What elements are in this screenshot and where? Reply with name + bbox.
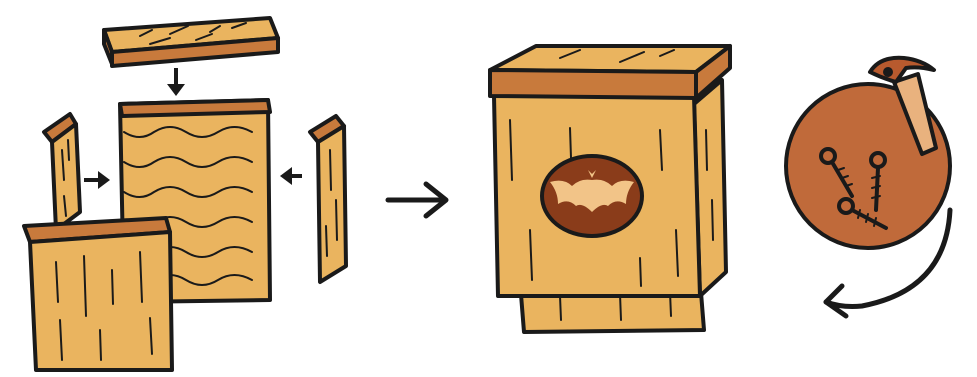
front-board <box>22 216 174 372</box>
bat-icon <box>540 154 644 238</box>
fasteners-and-hammer <box>784 55 953 319</box>
exploded-assembly <box>22 16 348 372</box>
curved-arrow-icon <box>823 207 953 319</box>
arrow-right-icon <box>385 181 449 219</box>
screw-icon <box>837 197 888 230</box>
hammer-icon <box>868 55 938 156</box>
screw-icon <box>869 151 887 212</box>
arrow-left-icon <box>280 167 302 185</box>
right-side-board <box>308 114 348 284</box>
arrow-right-icon <box>84 171 110 189</box>
roof-board <box>102 16 280 68</box>
screw-icon <box>819 147 854 198</box>
arrow-down-icon <box>167 68 185 96</box>
assembled-bat-house <box>488 44 732 334</box>
left-side-board <box>42 112 82 232</box>
